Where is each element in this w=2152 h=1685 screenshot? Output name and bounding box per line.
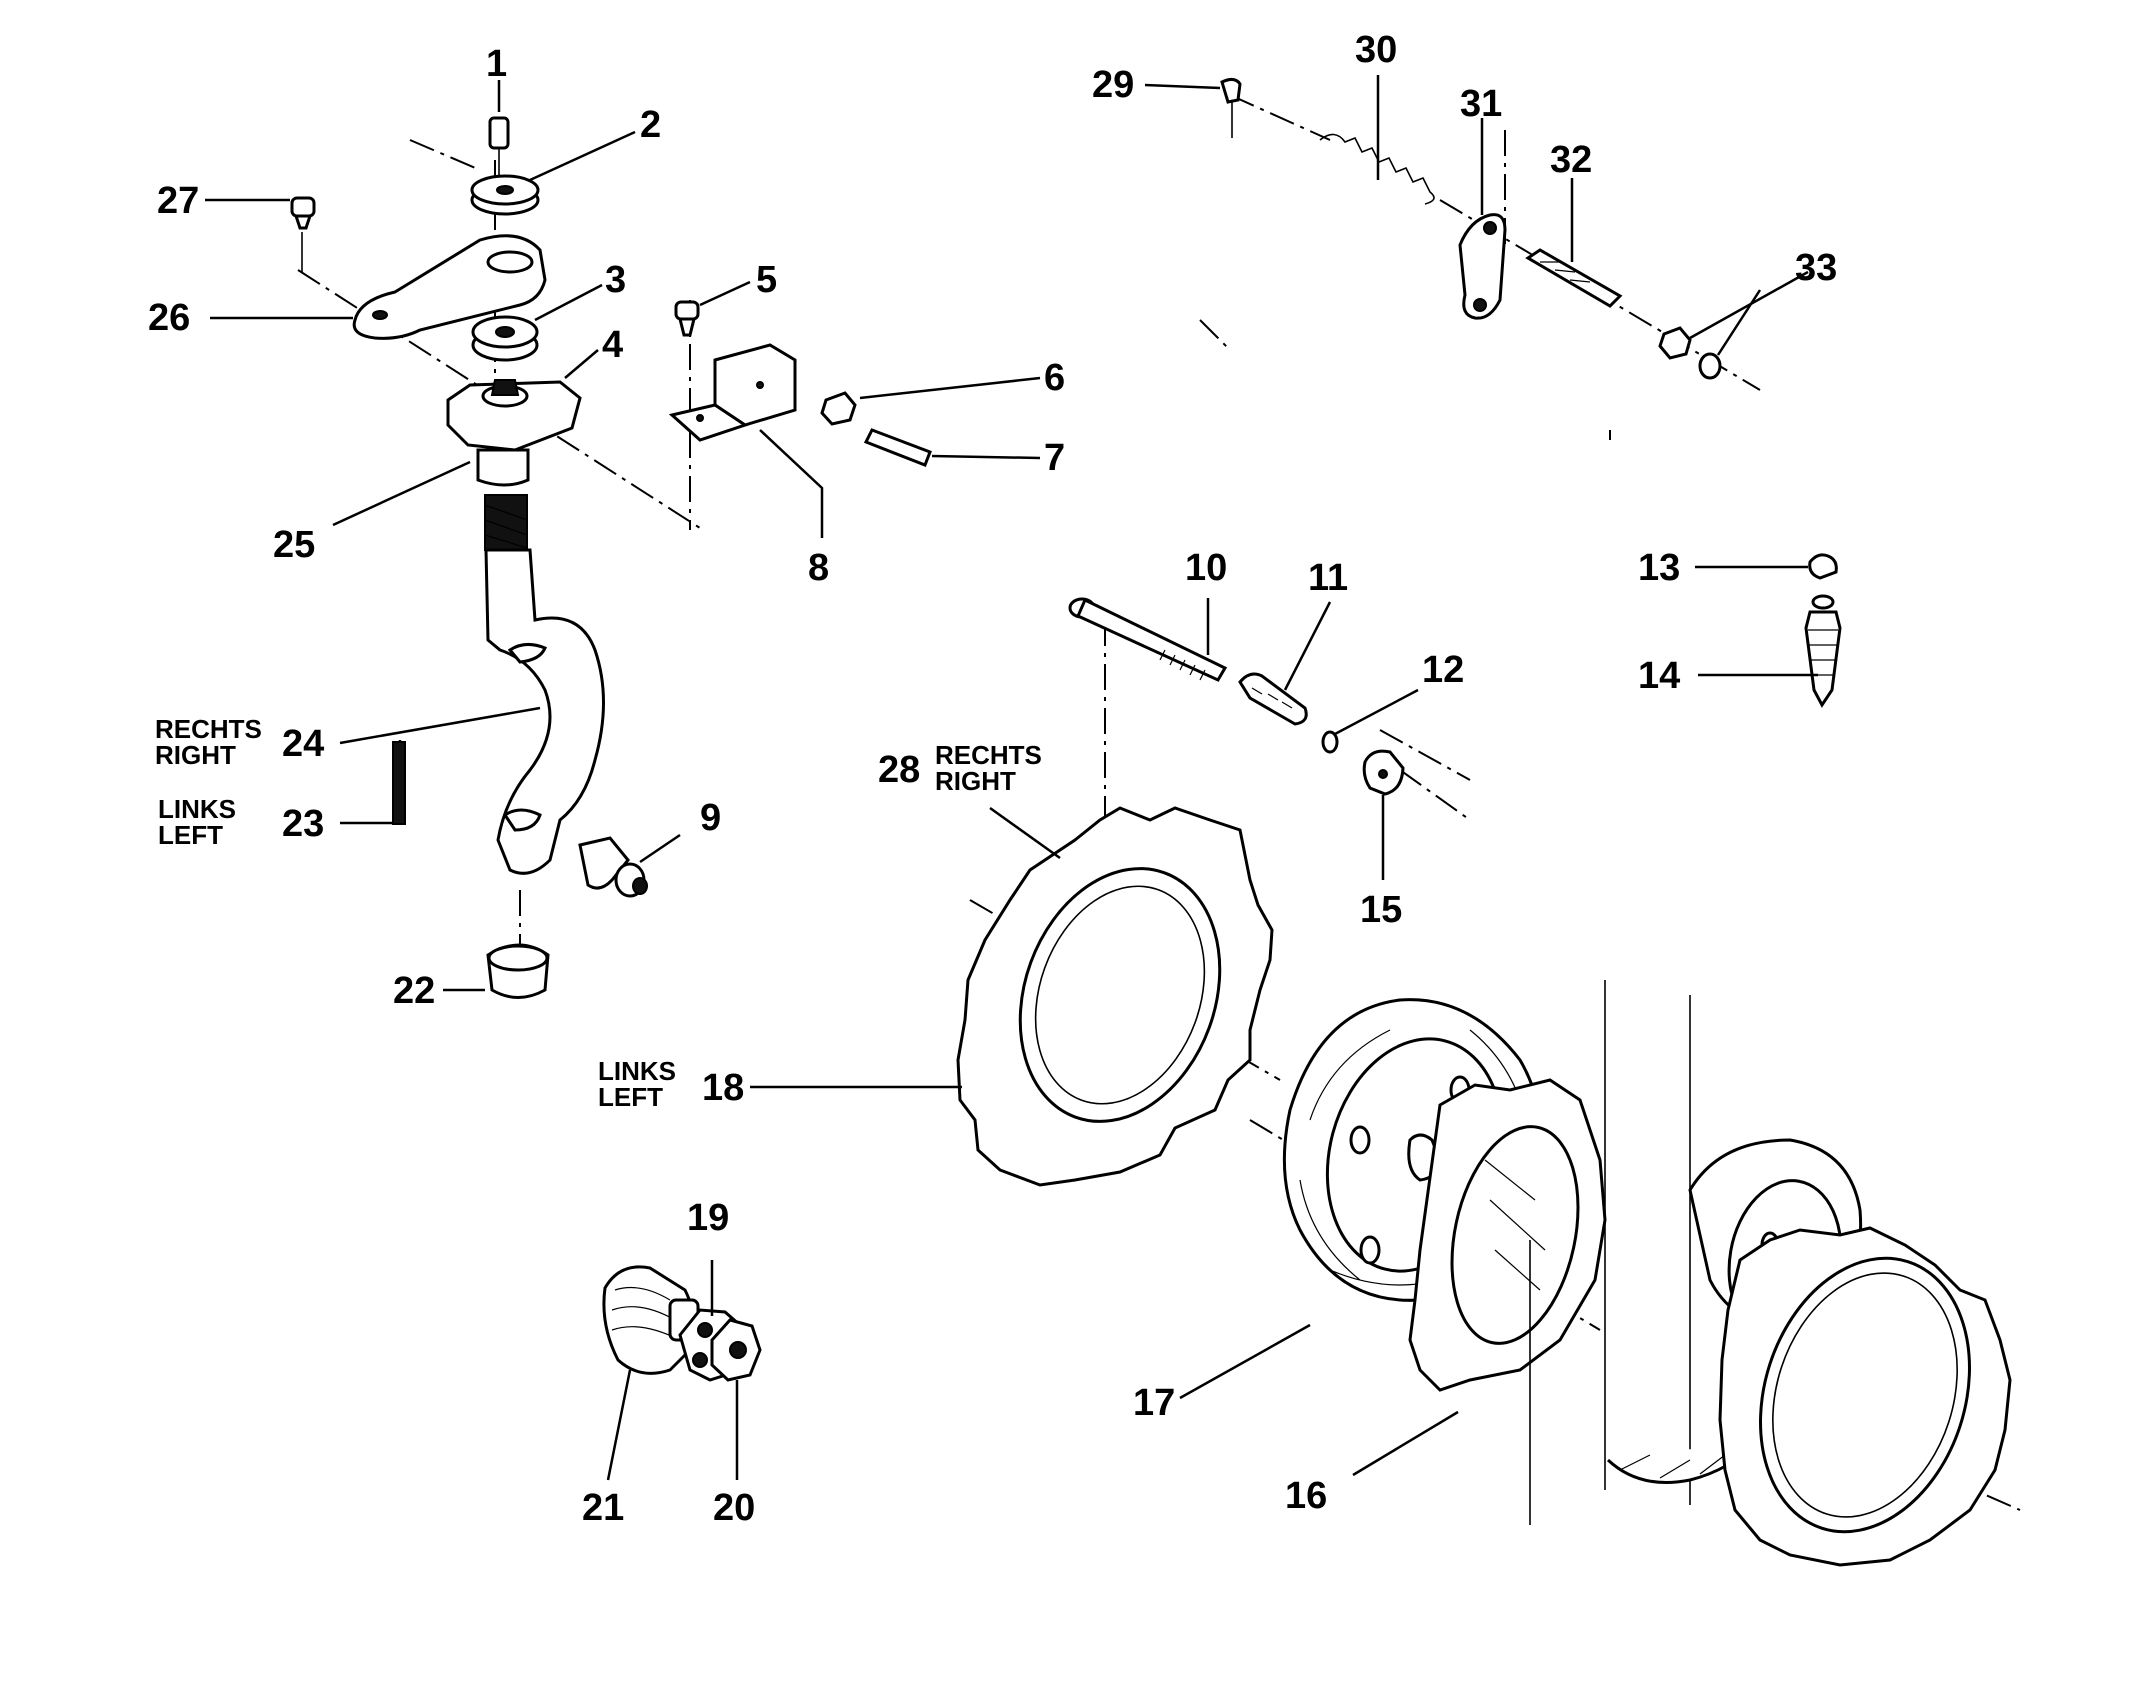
- washer-3-icon: [471, 315, 539, 362]
- callout-13: 13: [1638, 547, 1680, 589]
- callout-28: 28: [878, 749, 920, 791]
- callout-17: 17: [1133, 1382, 1175, 1424]
- callout-9: 9: [700, 797, 721, 839]
- callout-21: 21: [582, 1487, 624, 1529]
- callout-31: 31: [1460, 83, 1502, 125]
- cap-13-icon: [1808, 553, 1838, 580]
- label-28-rechts: RECHTS: [935, 740, 1042, 770]
- bracket-8-icon: [668, 343, 797, 442]
- clevis-pin-29-icon: [1220, 77, 1242, 138]
- brake-disc-stack: [956, 806, 2012, 1567]
- rear-steel-plate-icon: [1718, 1226, 2012, 1567]
- side-labels: RECHTS RIGHT LINKS LEFT RECHTS RIGHT LIN…: [155, 714, 1042, 1112]
- nut-15-icon: [1362, 749, 1405, 796]
- callout-27: 27: [157, 180, 199, 222]
- linkage-assembly: [1220, 77, 1722, 380]
- callout-12: 12: [1422, 649, 1464, 691]
- callout-10: 10: [1185, 547, 1227, 589]
- pedal-arm-icon: [484, 548, 605, 875]
- label-18-links: LINKS: [598, 1056, 676, 1086]
- callout-11: 11: [1308, 557, 1348, 599]
- pedal-shaft-assembly: [290, 116, 932, 999]
- callout-25: 25: [273, 524, 315, 566]
- callout-4: 4: [602, 324, 623, 366]
- pin-9-icon: [578, 836, 648, 898]
- lever-arm-26-icon: [352, 234, 547, 340]
- callout-1: 1: [486, 43, 507, 85]
- callout-20: 20: [713, 1487, 755, 1529]
- label-23-left: LEFT: [158, 820, 223, 850]
- shaft-bracket-25-icon: [446, 379, 582, 551]
- turnbuckle-32-icon: [1525, 248, 1623, 308]
- callout-18: 18: [702, 1067, 744, 1109]
- nuts-33-icon: [1658, 326, 1722, 380]
- callout-16: 16: [1285, 1475, 1327, 1517]
- sleeve-11-icon: [1238, 672, 1308, 726]
- bearing-assembly: [602, 1265, 762, 1382]
- callout-29: 29: [1092, 64, 1134, 106]
- callout-26: 26: [148, 297, 190, 339]
- callout-15: 15: [1360, 889, 1402, 931]
- callout-5: 5: [756, 259, 777, 301]
- label-24-rechts: RECHTS: [155, 714, 262, 744]
- link-plate-31-icon: [1458, 213, 1507, 320]
- callout-33: 33: [1795, 247, 1837, 289]
- pressure-plate-18-28-icon: [956, 806, 1274, 1187]
- callout-6: 6: [1044, 357, 1065, 399]
- label-23-links: LINKS: [158, 794, 236, 824]
- callout-labels: 1 2 3 4 5 6 7 8 9 10 11 12 13 14 15 16 1…: [148, 29, 1837, 1529]
- housing-lines: [1529, 980, 1691, 1525]
- screw-5-icon: [674, 300, 700, 337]
- ring-20-icon: [710, 1318, 762, 1382]
- callout-8: 8: [808, 547, 829, 589]
- leader-lines: [205, 75, 1818, 1481]
- callout-2: 2: [640, 104, 661, 146]
- callout-19: 19: [687, 1197, 729, 1239]
- label-28-right: RIGHT: [935, 766, 1016, 796]
- label-18-left: LEFT: [598, 1082, 663, 1112]
- nut-6-icon: [820, 391, 857, 426]
- rod-7-icon: [863, 428, 932, 467]
- label-24-right: RIGHT: [155, 740, 236, 770]
- cap-22-icon: [486, 943, 550, 999]
- callout-32: 32: [1550, 139, 1592, 181]
- adjuster-assembly: [1068, 553, 1842, 796]
- bushing-21-icon: [602, 1265, 700, 1375]
- washer-2-icon: [470, 174, 540, 216]
- bleeder-14-icon: [1804, 594, 1842, 708]
- steel-disc-16-icon: [1408, 1078, 1607, 1392]
- callout-24: 24: [282, 723, 324, 765]
- callout-7: 7: [1044, 437, 1065, 479]
- ring-12-icon: [1321, 730, 1339, 754]
- callout-3: 3: [605, 259, 626, 301]
- callout-23: 23: [282, 803, 324, 845]
- screw-27-icon: [290, 196, 316, 272]
- spring-30-icon: [1319, 133, 1435, 205]
- callout-14: 14: [1638, 655, 1680, 697]
- callout-22: 22: [393, 970, 435, 1012]
- callout-30: 30: [1355, 29, 1397, 71]
- adjusting-screw-10-icon: [1068, 597, 1228, 682]
